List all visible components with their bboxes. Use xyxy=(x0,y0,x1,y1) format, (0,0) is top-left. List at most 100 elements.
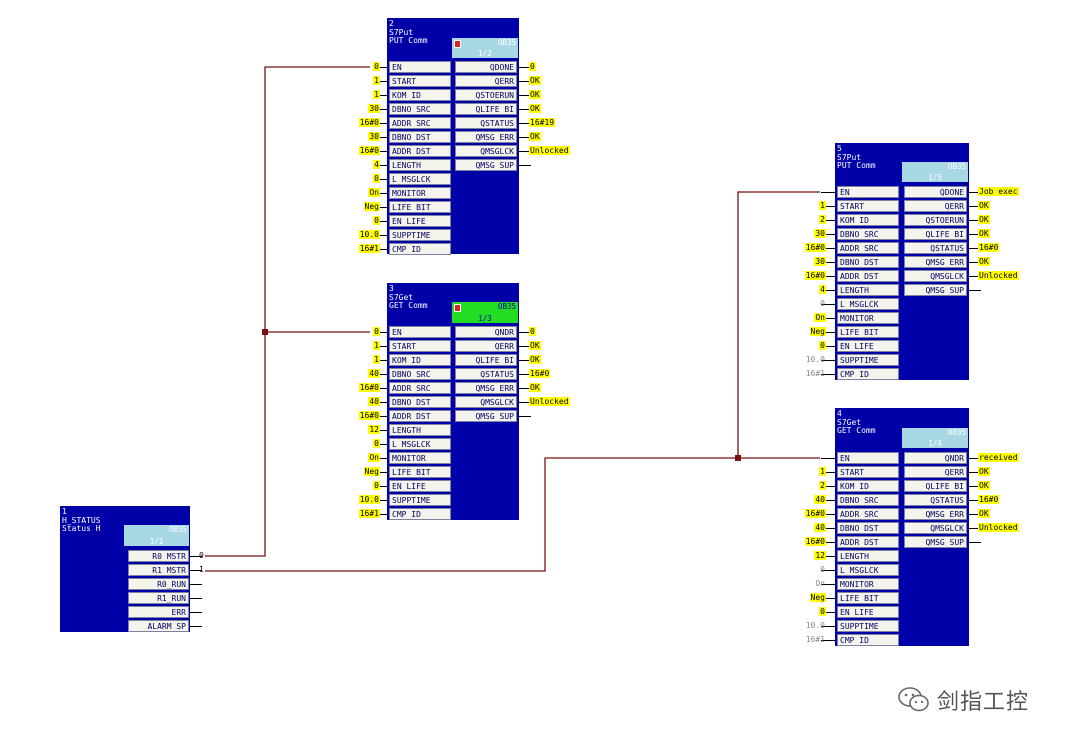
input-pin-addr-src[interactable]: ADDR SRC xyxy=(837,508,899,520)
input-pin-dbno-dst[interactable]: DBNO DST xyxy=(389,131,451,143)
output-pin-qlife-bi[interactable]: QLIFE BI xyxy=(455,103,517,115)
input-pin-supptime[interactable]: SUPPTIME xyxy=(389,494,451,506)
input-pin-addr-src[interactable]: ADDR SRC xyxy=(837,242,899,254)
input-pin-kom-id[interactable]: KOM ID xyxy=(837,214,899,226)
input-pin-supptime[interactable]: SUPPTIME xyxy=(837,354,899,366)
output-pin-qmsg-err[interactable]: QMSG ERR xyxy=(455,131,517,143)
output-pin-qerr[interactable]: QERR xyxy=(455,75,517,87)
input-pin-addr-src[interactable]: ADDR SRC xyxy=(389,117,451,129)
output-pin-qstoerun[interactable]: QSTOERUN xyxy=(904,214,967,226)
input-pin-l-msglck[interactable]: L MSGLCK xyxy=(837,298,899,310)
input-pin-en[interactable]: EN xyxy=(389,326,451,338)
input-pin-en-life[interactable]: EN LIFE xyxy=(389,480,451,492)
input-pin-dbno-src[interactable]: DBNO SRC xyxy=(837,494,899,506)
input-pin-kom-id[interactable]: KOM ID xyxy=(389,89,451,101)
output-pin-qmsglck[interactable]: QMSGLCK xyxy=(455,145,517,157)
input-pin-length[interactable]: LENGTH xyxy=(389,424,451,436)
output-pin-qmsglck[interactable]: QMSGLCK xyxy=(904,522,967,534)
input-pin-length[interactable]: LENGTH xyxy=(837,284,899,296)
input-pin-monitor[interactable]: MONITOR xyxy=(389,187,451,199)
output-pin-qmsg-err[interactable]: QMSG ERR xyxy=(455,382,517,394)
input-pin-supptime[interactable]: SUPPTIME xyxy=(837,620,899,632)
input-pin-start[interactable]: START xyxy=(837,200,899,212)
output-pin-err[interactable]: ERR xyxy=(128,606,189,618)
input-pin-addr-dst[interactable]: ADDR DST xyxy=(389,145,451,157)
input-pin-en-life[interactable]: EN LIFE xyxy=(837,606,899,618)
input-pin-cmp-id[interactable]: CMP ID xyxy=(837,368,899,380)
input-pin-en-life[interactable]: EN LIFE xyxy=(389,215,451,227)
output-pin-qstatus[interactable]: QSTATUS xyxy=(904,494,967,506)
output-value: OK xyxy=(978,215,990,224)
input-pin-cmp-id[interactable]: CMP ID xyxy=(837,634,899,646)
input-pin-length[interactable]: LENGTH xyxy=(389,159,451,171)
input-pin-kom-id[interactable]: KOM ID xyxy=(837,480,899,492)
output-pin-alarm-sp[interactable]: ALARM SP xyxy=(128,620,189,632)
input-pin-l-msglck[interactable]: L MSGLCK xyxy=(389,173,451,185)
input-pin-start[interactable]: START xyxy=(837,466,899,478)
output-pin-qerr[interactable]: QERR xyxy=(455,340,517,352)
input-pin-dbno-src[interactable]: DBNO SRC xyxy=(389,368,451,380)
output-pin-r0-mstr[interactable]: R0 MSTR xyxy=(128,550,189,562)
input-pin-dbno-dst[interactable]: DBNO DST xyxy=(837,256,899,268)
output-pin-qmsg-err[interactable]: QMSG ERR xyxy=(904,508,967,520)
input-stub xyxy=(821,598,835,599)
output-pin-qmsg-sup[interactable]: QMSG SUP xyxy=(904,536,967,548)
output-pin-qmsg-sup[interactable]: QMSG SUP xyxy=(904,284,967,296)
output-pin-qlife-bi[interactable]: QLIFE BI xyxy=(904,228,967,240)
input-pin-life-bit[interactable]: LIFE BIT xyxy=(389,201,451,213)
output-pin-qstatus[interactable]: QSTATUS xyxy=(455,117,517,129)
input-pin-monitor[interactable]: MONITOR xyxy=(389,452,451,464)
input-pin-length[interactable]: LENGTH xyxy=(837,550,899,562)
output-pin-qdone[interactable]: QDONE xyxy=(455,61,517,73)
input-pin-supptime[interactable]: SUPPTIME xyxy=(389,229,451,241)
output-pin-qmsglck[interactable]: QMSGLCK xyxy=(455,396,517,408)
output-pin-qmsglck[interactable]: QMSGLCK xyxy=(904,270,967,282)
input-pin-life-bit[interactable]: LIFE BIT xyxy=(837,326,899,338)
input-pin-monitor[interactable]: MONITOR xyxy=(837,578,899,590)
input-pin-cmp-id[interactable]: CMP ID xyxy=(389,243,451,255)
input-stub xyxy=(373,95,387,96)
output-pin-qndr[interactable]: QNDR xyxy=(904,452,967,464)
input-pin-en-life[interactable]: EN LIFE xyxy=(837,340,899,352)
output-pin-qndr[interactable]: QNDR xyxy=(455,326,517,338)
output-pin-qlife-bi[interactable]: QLIFE BI xyxy=(455,354,517,366)
output-pin-r1-run[interactable]: R1_RUN xyxy=(128,592,189,604)
output-pin-r1-mstr[interactable]: R1 MSTR xyxy=(128,564,189,576)
input-pin-dbno-dst[interactable]: DBNO DST xyxy=(837,522,899,534)
input-value: Neg xyxy=(809,327,826,336)
input-pin-life-bit[interactable]: LIFE BIT xyxy=(389,466,451,478)
input-pin-start[interactable]: START xyxy=(389,340,451,352)
input-pin-monitor[interactable]: MONITOR xyxy=(837,312,899,324)
input-pin-dbno-dst[interactable]: DBNO DST xyxy=(389,396,451,408)
input-stub xyxy=(373,486,387,487)
input-pin-addr-dst[interactable]: ADDR DST xyxy=(837,536,899,548)
input-pin-life-bit[interactable]: LIFE BIT xyxy=(837,592,899,604)
output-pin-r0-run[interactable]: R0_RUN xyxy=(128,578,189,590)
input-pin-l-msglck[interactable]: L MSGLCK xyxy=(837,564,899,576)
input-pin-cmp-id[interactable]: CMP ID xyxy=(389,508,451,520)
input-pin-dbno-src[interactable]: DBNO SRC xyxy=(389,103,451,115)
ob-badge-label: OB35 xyxy=(947,162,966,171)
input-pin-l-msglck[interactable]: L MSGLCK xyxy=(389,438,451,450)
output-pin-qmsg-sup[interactable]: QMSG SUP xyxy=(455,410,517,422)
input-pin-en[interactable]: EN xyxy=(389,61,451,73)
output-pin-qerr[interactable]: QERR xyxy=(904,466,967,478)
input-pin-en[interactable]: EN xyxy=(837,186,899,198)
output-pin-qstoerun[interactable]: QSTOERUN xyxy=(455,89,517,101)
input-value: 40 xyxy=(368,397,380,406)
input-pin-kom-id[interactable]: KOM ID xyxy=(389,354,451,366)
output-pin-qdone[interactable]: QDONE xyxy=(904,186,967,198)
output-pin-qstatus[interactable]: QSTATUS xyxy=(904,242,967,254)
output-pin-qmsg-err[interactable]: QMSG ERR xyxy=(904,256,967,268)
output-pin-qstatus[interactable]: QSTATUS xyxy=(455,368,517,380)
output-pin-qlife-bi[interactable]: QLIFE BI xyxy=(904,480,967,492)
output-pin-qmsg-sup[interactable]: QMSG SUP xyxy=(455,159,517,171)
output-value: OK xyxy=(529,383,541,392)
input-pin-start[interactable]: START xyxy=(389,75,451,87)
output-pin-qerr[interactable]: QERR xyxy=(904,200,967,212)
input-pin-dbno-src[interactable]: DBNO SRC xyxy=(837,228,899,240)
input-pin-addr-src[interactable]: ADDR SRC xyxy=(389,382,451,394)
input-pin-addr-dst[interactable]: ADDR DST xyxy=(389,410,451,422)
input-pin-addr-dst[interactable]: ADDR DST xyxy=(837,270,899,282)
input-pin-en[interactable]: EN xyxy=(837,452,899,464)
